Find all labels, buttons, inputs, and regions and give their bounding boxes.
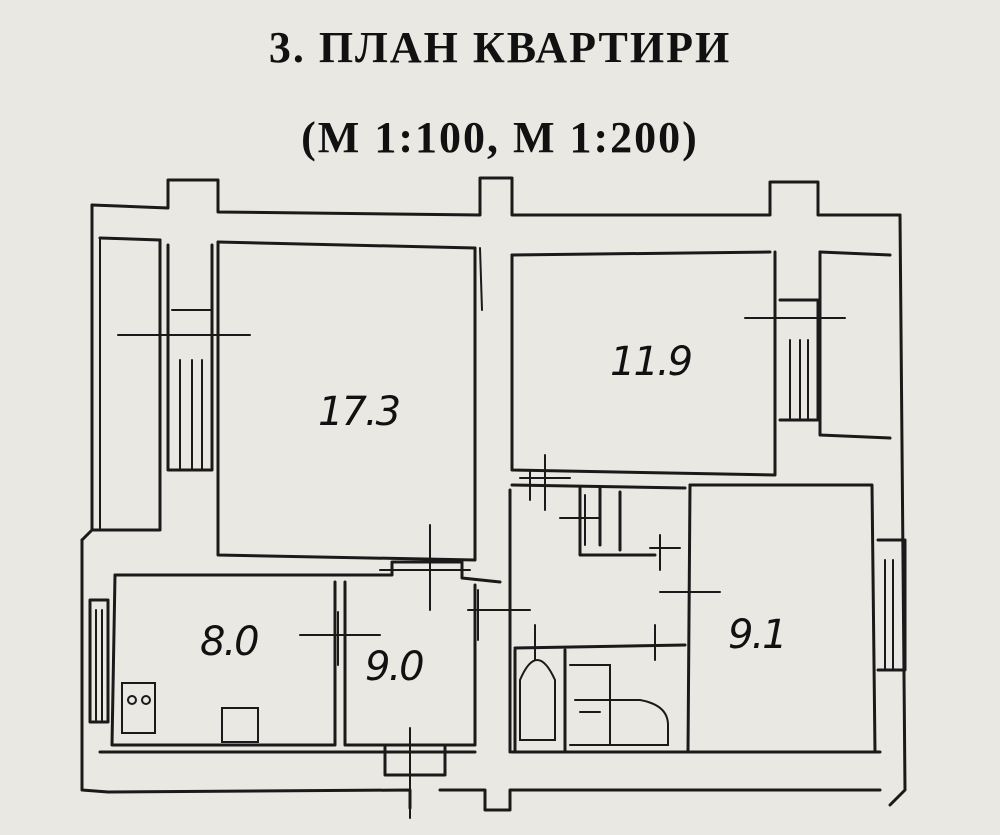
room-bedroom [479, 247, 892, 477]
inner-wall-lines [98, 236, 892, 754]
area-label-living: 17.3 [318, 389, 399, 435]
plan-title: 3. ПЛАН КВАРТИРИ [268, 23, 732, 72]
room-small [659, 483, 907, 754]
outer-walls [80, 176, 907, 812]
area-label-kitchen: 8.0 [200, 619, 258, 665]
plan-scale: (М 1:100, М 1:200) [301, 113, 699, 162]
room-living [90, 237, 477, 562]
room-bathroom [508, 454, 687, 754]
area-label-bedroom: 11.9 [610, 339, 691, 385]
area-label-hall: 9.0 [365, 644, 423, 690]
area-label-small-room: 9.1 [728, 612, 786, 658]
room-kitchen [88, 524, 531, 819]
